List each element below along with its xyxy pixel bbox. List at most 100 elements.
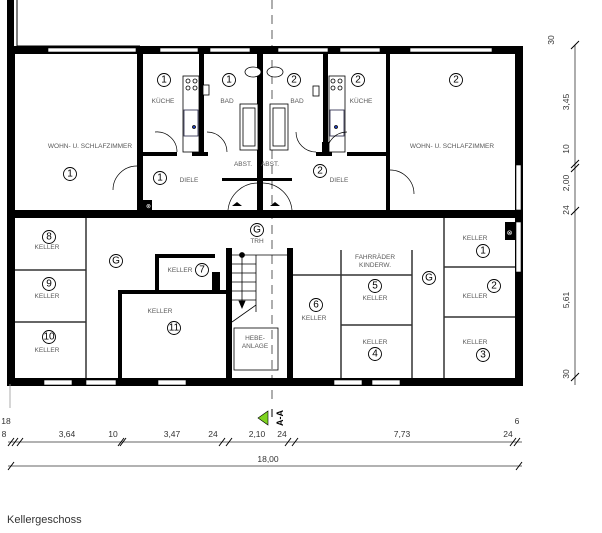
hebeanlage-box xyxy=(233,327,279,371)
outer-walls xyxy=(7,46,523,386)
room-number-wohn1: 1 xyxy=(67,169,73,180)
room-label-fahrraeder: KINDERW. xyxy=(359,262,391,269)
room-number-keller8: 8 xyxy=(46,232,52,243)
room-label-bad1: BAD xyxy=(220,98,234,105)
room-number-keller6: 6 xyxy=(313,300,319,311)
room-label-abst2: ABST. xyxy=(261,161,279,168)
dimension-label-vertical: 2,00 xyxy=(561,174,571,191)
room-number-bad1: 1 xyxy=(226,75,232,86)
section-label: A-A xyxy=(275,410,285,426)
room-label-hebeanlage: HEBE- xyxy=(245,335,265,342)
dimension-label: 10 xyxy=(108,429,118,439)
staircase xyxy=(231,252,287,323)
room-number-circle xyxy=(449,73,463,87)
room-label-hebeanlage: ANLAGE xyxy=(242,343,269,350)
room-number-bad2: 2 xyxy=(291,75,297,86)
room-label-kueche1: KÜCHE xyxy=(152,97,175,105)
room-label-trh: TRH xyxy=(250,238,264,245)
kitchen-2 xyxy=(328,75,346,153)
room-label-diele2: DIELE xyxy=(330,177,349,184)
dimension-label: 3,47 xyxy=(164,429,181,439)
bathroom-fixtures xyxy=(202,66,320,151)
room-label-keller11: KELLER xyxy=(148,308,173,315)
svg-text:⊗: ⊗ xyxy=(507,230,513,237)
room-label-wohn1: WOHN- U. SCHLAFZIMMER xyxy=(48,143,132,150)
room-number-gang_right: G xyxy=(425,273,433,284)
dimension-label-vertical: 10 xyxy=(561,144,571,154)
room-label-keller6: KELLER xyxy=(302,315,327,322)
room-number-circle xyxy=(368,279,382,293)
room-label-diele1: DIELE xyxy=(180,177,199,184)
dimension-label: 2,10 xyxy=(249,429,266,439)
dimension-lines xyxy=(8,45,576,467)
door-swings xyxy=(112,131,415,211)
dimension-ticks xyxy=(7,40,580,471)
room-number-circle xyxy=(42,230,56,244)
windows-bottom xyxy=(43,379,401,386)
room-label-kueche2: KÜCHE xyxy=(350,97,373,105)
dimension-label-vertical: 30 xyxy=(561,369,571,379)
room-label-fahrraeder: FAHRRÄDER xyxy=(355,253,395,261)
room-number-keller11: 11 xyxy=(169,323,180,334)
room-number-diele1: 1 xyxy=(157,173,163,184)
dimension-label-vertical: 30 xyxy=(546,35,556,45)
room-number-gang_left: G xyxy=(112,256,120,267)
room-number-keller10: 10 xyxy=(43,332,55,343)
room-label-keller3: KELLER xyxy=(463,339,488,346)
dimension-label: 7,73 xyxy=(394,429,411,439)
room-number-diele2: 2 xyxy=(317,166,323,177)
room-number-circle xyxy=(351,73,365,87)
dimension-label-vertical: 24 xyxy=(561,205,571,215)
room-label-keller5: KELLER xyxy=(363,295,388,302)
room-number-circle xyxy=(476,244,490,258)
room-number-keller4: 4 xyxy=(372,349,378,360)
room-label-keller7: KELLER xyxy=(168,267,193,274)
room-number-circle xyxy=(222,73,236,87)
room-number-circle xyxy=(153,171,167,185)
room-number-circle xyxy=(250,223,264,237)
entrance-label: WE 1 xyxy=(229,212,245,219)
svg-text:⊗: ⊗ xyxy=(146,204,151,210)
dimension-label: 24 xyxy=(277,429,287,439)
room-number-keller9: 9 xyxy=(46,279,52,290)
room-number-keller3: 3 xyxy=(480,350,486,361)
room-number-circle xyxy=(195,263,209,277)
room-number-circle xyxy=(42,277,56,291)
dimension-label: 24 xyxy=(208,429,218,439)
room-number-circle xyxy=(309,298,323,312)
room-number-trh: G xyxy=(253,225,261,236)
room-number-keller2: 2 xyxy=(491,281,497,292)
room-number-kueche1: 1 xyxy=(161,75,167,86)
vent-icons: ⊗ ⊗ xyxy=(145,202,514,237)
room-label-keller8: KELLER xyxy=(35,244,60,251)
interior-walls-upper xyxy=(137,54,390,212)
room-number-circle xyxy=(487,279,501,293)
room-number-circle xyxy=(167,321,181,335)
dimension-label: 24 xyxy=(503,429,513,439)
dimension-label: 8 xyxy=(2,429,7,439)
wall-stub-left xyxy=(7,0,14,50)
room-label-bad2: BAD xyxy=(290,98,304,105)
room-label-keller4: KELLER xyxy=(363,339,388,346)
room-label-abst1: ABST. xyxy=(234,161,252,168)
dimension-label: 3,64 xyxy=(59,429,76,439)
room-number-wohn2: 2 xyxy=(453,75,459,86)
room-number-circle xyxy=(42,330,56,344)
room-number-circle xyxy=(157,73,171,87)
dimension-total: 18,00 xyxy=(257,454,279,464)
room-number-keller1: 1 xyxy=(480,246,486,257)
room-number-keller5: 5 xyxy=(372,281,378,292)
kitchen-1 xyxy=(182,75,200,153)
room-number-circle xyxy=(287,73,301,87)
room-number-circle xyxy=(63,167,77,181)
room-label-keller9: KELLER xyxy=(35,293,60,300)
entrance-label: WE 2 xyxy=(267,212,283,219)
room-number-keller7: 7 xyxy=(199,265,205,276)
room-number-circle xyxy=(422,271,436,285)
dimension-label-vertical: 5,61 xyxy=(561,291,571,308)
room-number-circle xyxy=(313,164,327,178)
dimension-label-vertical: 3,45 xyxy=(561,93,571,110)
dimension-label: 18 xyxy=(1,416,11,426)
room-label-keller2: KELLER xyxy=(463,293,488,300)
